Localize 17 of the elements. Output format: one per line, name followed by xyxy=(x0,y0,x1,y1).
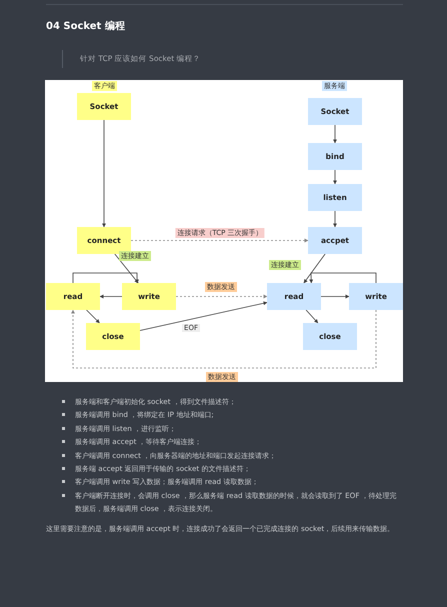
arrow xyxy=(333,210,337,228)
arrow xyxy=(102,120,106,228)
arrow xyxy=(86,310,100,324)
page-heading: 04 Socket 编程 xyxy=(46,20,125,33)
arrow xyxy=(309,272,376,284)
dashed-arrow xyxy=(176,294,268,298)
arrow xyxy=(306,310,318,324)
arrow xyxy=(72,272,140,284)
arrow xyxy=(114,254,139,284)
arrow xyxy=(140,301,268,331)
arrow xyxy=(304,254,326,284)
dashed-arrow xyxy=(71,310,376,368)
arrow xyxy=(333,170,337,184)
dashed-arrow xyxy=(130,238,308,242)
arrow xyxy=(333,124,337,144)
arrow xyxy=(100,294,122,298)
arrow xyxy=(320,294,350,298)
